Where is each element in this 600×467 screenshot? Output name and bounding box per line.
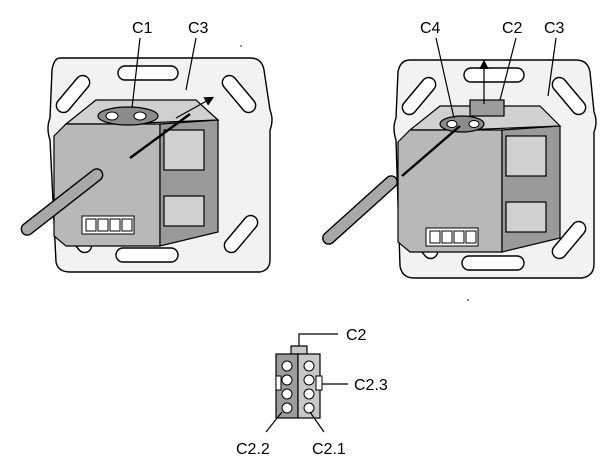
connector-pin-l2 (281, 374, 293, 386)
left-terminal-1 (85, 218, 97, 232)
left-c3-leader (185, 37, 197, 91)
right-slot-bottom (461, 255, 525, 271)
connector-label-c2-1: C2.1 (312, 441, 346, 458)
right-side-ridge (505, 135, 547, 177)
left-screwdriver-shaft (129, 113, 191, 159)
left-label-c1: C1 (132, 20, 153, 37)
right-view: C4 C2 C3 (322, 20, 597, 279)
connector-pin-r2 (303, 374, 315, 386)
right-side-ridge-lower (505, 201, 547, 233)
right-slot-bottomright (551, 220, 587, 260)
left-clip (97, 106, 159, 126)
connector-pin-r1 (303, 360, 315, 372)
connector-pin-l1 (281, 360, 293, 372)
left-clip-hole-a (105, 111, 119, 121)
right-slot-topleft (401, 76, 437, 116)
right-c2-leader (499, 37, 517, 101)
right-terminal-3 (453, 230, 465, 244)
right-screwdriver-shaft (401, 125, 461, 177)
left-side-ridge-lower (163, 195, 205, 227)
connector-pin-r3 (303, 388, 315, 400)
right-clip (439, 115, 485, 133)
connector-c2-leader (298, 333, 338, 346)
left-screwdriver-handle (20, 168, 104, 236)
left-label-c3: C3 (188, 20, 209, 37)
connector-pin-r4 (303, 402, 315, 414)
left-slot-bottomright (223, 214, 259, 254)
stray-dot-1 (240, 45, 242, 47)
right-label-c2: C2 (502, 20, 523, 37)
connector-label-c2-3: C2.3 (354, 377, 388, 394)
connector-label-c2-2: C2.2 (236, 441, 270, 458)
left-slot-topleft (55, 74, 91, 114)
right-c3-leader (547, 37, 557, 97)
right-label-c4: C4 (420, 20, 441, 37)
left-terminal-3 (109, 218, 121, 232)
stray-dot-2 (467, 299, 469, 301)
right-terminal-2 (441, 230, 453, 244)
left-c1-leader (131, 37, 141, 109)
right-c4-leader (435, 37, 455, 119)
connector-top-tab (290, 345, 308, 355)
connector-latch-left (275, 375, 282, 391)
right-label-c3: C3 (544, 20, 565, 37)
left-view: C1 C3 (20, 20, 273, 273)
left-terminal-4 (121, 218, 133, 232)
connector-pin-l3 (281, 388, 293, 400)
right-clip-hole-a (446, 120, 458, 128)
connector-c2-2-leader (265, 411, 283, 433)
right-clip-hole-b (468, 120, 480, 128)
left-slot-top (117, 65, 179, 81)
connector-latch (315, 375, 323, 391)
connector-c2-1-leader (309, 411, 325, 433)
left-motion-arrow (175, 96, 215, 119)
left-side-ridge (163, 129, 205, 171)
left-clip-hole-b (133, 111, 147, 121)
connector-detail: C2 C2.3 C2.2 C2.1 (236, 327, 388, 458)
left-slot-bottom (115, 247, 179, 263)
right-slot-top (463, 67, 525, 83)
right-terminal-4 (465, 230, 477, 244)
connector-label-c2: C2 (346, 327, 367, 344)
right-terminal-1 (429, 230, 441, 244)
left-terminal-2 (97, 218, 109, 232)
connector-pin-l4 (281, 402, 293, 414)
right-connector-c2 (469, 99, 505, 117)
right-slot-topright (551, 76, 587, 116)
left-slot-topright (221, 74, 257, 114)
right-screwdriver-handle (322, 175, 398, 245)
